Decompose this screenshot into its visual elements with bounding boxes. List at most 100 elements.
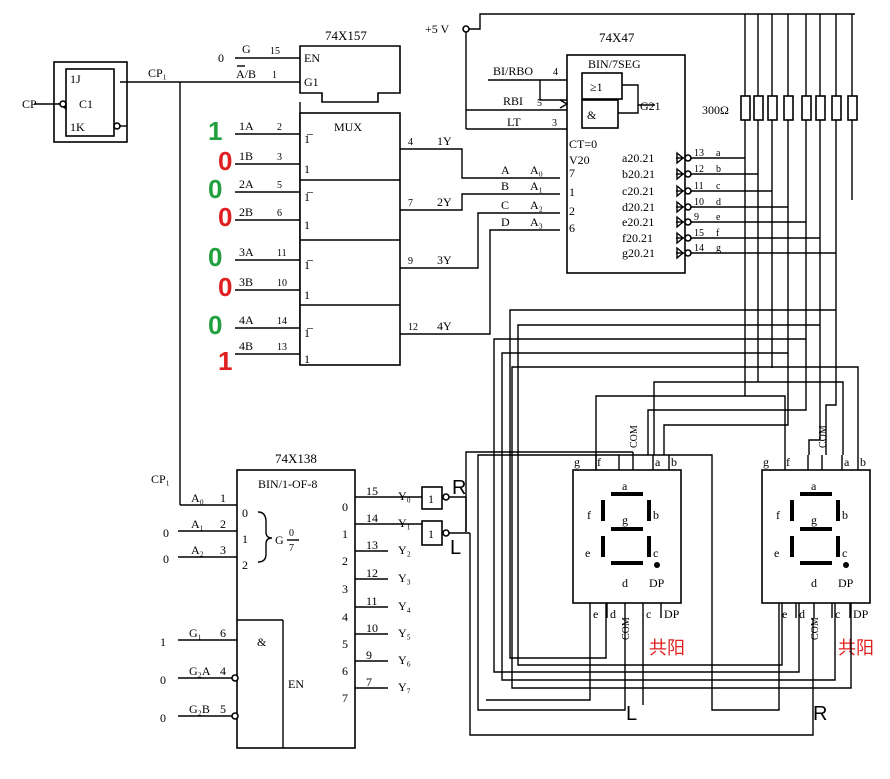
mux-input-pin: 14 [277, 316, 287, 327]
dec7-input-pin: 1 [569, 185, 575, 199]
dec3-input-pin: 1 [220, 491, 226, 505]
segment-d-label: d [811, 576, 817, 590]
dec3-output-sig: Y₆ [398, 653, 411, 667]
cp1-label-bottom: CP₁ [151, 472, 170, 486]
mux-input-pin: 6 [277, 208, 282, 219]
dec3-enable-5: 0 G₂B 5 [160, 702, 239, 725]
mux-input-port: 1 [304, 288, 310, 302]
mux-en-port: EN [304, 51, 320, 65]
mux-input-sig: 4A [239, 313, 254, 327]
dec3-output-port: 3 [342, 582, 348, 596]
vcc-label: +5 V [425, 22, 450, 36]
mux-input-port: 1̅ [304, 258, 314, 272]
ff-c-label: C1 [79, 97, 93, 111]
dec7-output-seg: g [716, 243, 721, 254]
dec3-output-port: 5 [342, 637, 348, 651]
dec3-g: G [275, 533, 284, 547]
dec3-output-pin: 11 [366, 594, 378, 608]
display-top-pin: a [655, 455, 661, 469]
display-top-pin: b [671, 455, 677, 469]
display-bottom-pin: e [593, 607, 598, 621]
mux-input-sig: 1A [239, 119, 254, 133]
dec7-input-pin: 6 [569, 221, 575, 235]
mux-ab-sig: A/B [236, 67, 256, 81]
dec3-enable-sig: G₂B [189, 702, 210, 716]
dec3-output-pin: 14 [366, 511, 378, 525]
dec3-enable-sig: G₁ [189, 626, 202, 640]
dec3-output-sig: Y₇ [398, 680, 411, 694]
dec3-enable-val: 1 [160, 635, 166, 649]
dec3-and: & [257, 635, 267, 649]
mux-input-pin: 13 [277, 342, 287, 353]
display-top-pin: f [597, 455, 601, 469]
mux-output-pin: 9 [408, 256, 413, 267]
segment-e-label: e [585, 546, 590, 560]
dec7-ge1: ≥1 [590, 80, 603, 94]
dec3-output-pin: 12 [366, 566, 378, 580]
display-bottom-pin: d [799, 607, 805, 621]
segment-dp-label: DP [649, 576, 665, 590]
dec7-lt-sig: LT [507, 115, 521, 129]
mux-output-sig: 3Y [437, 253, 452, 267]
dec7-output-seg: c [716, 181, 721, 192]
mux-bit-7: 0 [208, 310, 222, 340]
dec7-input-wire: B [501, 179, 509, 193]
segment-f-label: f [587, 508, 591, 522]
display-top-pin: f [786, 455, 790, 469]
display-bottom-pin-com: COM [621, 617, 632, 640]
dec7-output-pin: 12 [694, 164, 704, 175]
dec3-output-sig: Y₀ [398, 489, 411, 503]
dec7-input-wire: D [501, 215, 510, 229]
dec3-output-sig: Y₁ [398, 516, 411, 530]
dec3-g-den: 7 [289, 543, 294, 554]
dec7-input-wire: A [501, 163, 510, 177]
dec7-output-seg: b [716, 164, 721, 175]
dec7-output-port: g20.21 [622, 246, 655, 260]
dec7-g21: G21 [640, 99, 661, 113]
dec7-output-pin: 15 [694, 228, 704, 239]
dec7-output-pin: 9 [694, 212, 699, 223]
mux-input-port: 1̅ [304, 326, 314, 340]
dec3-enable-val: 0 [160, 673, 166, 687]
resistor-label: 300Ω [702, 103, 729, 117]
display-bottom-pin: c [835, 607, 840, 621]
dec3-output-pin: 13 [366, 538, 378, 552]
dec3-output-sig: Y₅ [398, 626, 411, 640]
dec3-output-port: 0 [342, 500, 348, 514]
dec3-enable-pin: 5 [220, 702, 226, 716]
dec7-bi-sig: BI/RBO [493, 64, 533, 78]
dec3-output-pin: 10 [366, 621, 378, 635]
display-top-pin: b [860, 455, 866, 469]
mux-output-sig: 1Y [437, 134, 452, 148]
dec3-output-pin: 9 [366, 648, 372, 662]
segment-c-label: c [842, 546, 847, 560]
segment-g-label: g [622, 513, 628, 527]
segment-d-label: d [622, 576, 628, 590]
dec7-output-port: b20.21 [622, 167, 655, 181]
dec3-enable-val: 0 [160, 711, 166, 725]
ff-j-label: 1J [70, 72, 81, 86]
mux-title: 74X157 [325, 28, 367, 43]
decoder-74x47: 74X47 BIN/7SEG ≥1 & G21 CT=0 V20 BI/RBO … [425, 13, 858, 274]
dec3-output-sig: Y₂ [398, 543, 411, 557]
mux-bit-1: 1 [208, 116, 222, 146]
mux-input-pin: 5 [277, 180, 282, 191]
dec7-output-seg: a [716, 148, 721, 159]
display-bottom-pin: c [646, 607, 651, 621]
dec3-output-port: 4 [342, 610, 348, 624]
mux-input-sig: 3B [239, 275, 253, 289]
mux-bit-5: 0 [208, 242, 222, 272]
inv-r-symbol: 1 [428, 492, 434, 506]
